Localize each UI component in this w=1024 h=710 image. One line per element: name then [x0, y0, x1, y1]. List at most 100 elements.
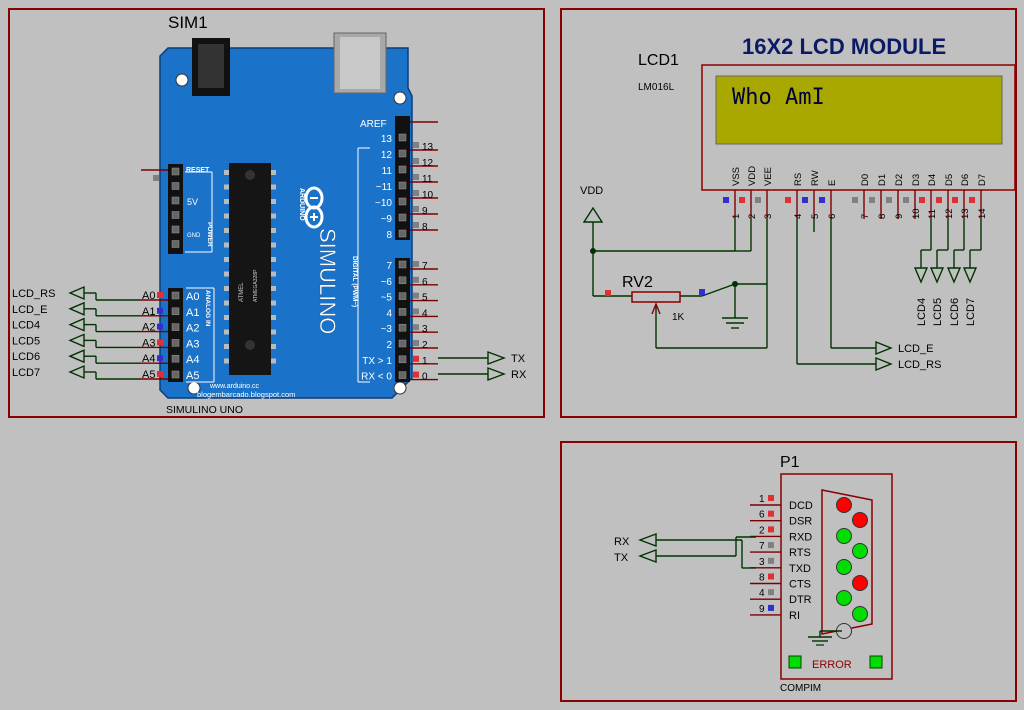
compim-component[interactable] — [780, 473, 893, 680]
lcd-pin-number-4: 4 — [793, 214, 804, 219]
lcd-pin-name-vss: VSS — [731, 167, 742, 186]
net-lcd-rs: LCD_RS — [898, 359, 941, 371]
compim-pin-number-8: 8 — [759, 573, 765, 584]
digital-pin-5: 5 — [422, 293, 428, 304]
digital-bracket — [357, 147, 370, 383]
compim-led-0 — [836, 497, 852, 513]
analog-inner-label-4: A4 — [186, 354, 199, 366]
lcd-pin-name-rw: RW — [810, 170, 821, 186]
digital-pin-4: 4 — [422, 308, 428, 319]
power-5v-label: 5V — [187, 197, 198, 207]
lcd-pin-name-d0: D0 — [860, 174, 871, 186]
net-lcd-rs: LCD_RS — [12, 288, 55, 300]
digital-inner-label-2: 11 — [382, 166, 393, 177]
net-lcd4-lcd: LCD4 — [916, 298, 928, 326]
vdd-label: VDD — [580, 185, 603, 197]
lcd-screen-text: Who AmI — [732, 85, 825, 110]
lcd-pin-number-12: 12 — [944, 208, 955, 219]
digital-pin-11: 11 — [422, 174, 433, 185]
pot-ref: RV2 — [622, 274, 653, 291]
compim-pin-ri: RI — [789, 610, 800, 622]
digital-title: DIGITAL (PWM~) — [351, 256, 358, 307]
lcd-pin-number-2: 2 — [747, 214, 758, 219]
lcd-pin-name-d7: D7 — [977, 174, 988, 186]
power-jack — [192, 38, 230, 96]
net-lcd4: LCD4 — [12, 320, 40, 332]
compim-led-5 — [852, 575, 868, 591]
net-lcd5: LCD5 — [12, 335, 40, 347]
analog-pin-label-5: A5 — [142, 369, 155, 381]
compim-led-7 — [852, 606, 868, 622]
compim-ref: P1 — [780, 454, 800, 471]
lcd-control-wires — [734, 219, 893, 372]
lcd-pin-name-d3: D3 — [911, 174, 922, 186]
potentiometer-rv2[interactable] — [605, 289, 705, 315]
digital-pin-7: 7 — [422, 261, 428, 272]
compim-pin-dtr: DTR — [789, 594, 812, 606]
lcd-screen — [715, 75, 1003, 145]
power-title: POWER — [206, 222, 213, 247]
digital-pin-8: 8 — [422, 222, 428, 233]
lcd-module[interactable] — [701, 64, 1016, 191]
digital-low-inner-label-5: 2 — [386, 340, 392, 351]
analog-pin-label-2: A2 — [142, 322, 155, 334]
arduino-board[interactable] — [159, 47, 413, 399]
lcd-pin-number-9: 9 — [894, 214, 905, 219]
compim-pin-cts: CTS — [789, 579, 811, 591]
usb-connector — [333, 32, 387, 94]
digital-pin-3: 3 — [422, 324, 428, 335]
analog-inner-label-5: A5 — [186, 370, 199, 382]
digital-pin-10: 10 — [422, 190, 434, 201]
lcd-pin-number-1: 1 — [731, 214, 742, 219]
compim-pin-number-7: 7 — [759, 541, 765, 552]
analog-pin-label-4: A4 — [142, 353, 155, 365]
lcd-pin-number-11: 11 — [927, 209, 938, 219]
lcd-pin-number-14: 14 — [977, 208, 988, 219]
lcd-ref: LCD1 — [638, 52, 679, 69]
digital-inner-label-6: 8 — [386, 230, 392, 241]
lcd-pin-name-vdd: VDD — [747, 166, 758, 186]
digital-inner-label-5: ~9 — [381, 214, 393, 225]
digital-inner-label-4: ~10 — [375, 198, 392, 209]
website-2: blogembarcado.blogspot.com — [197, 390, 295, 399]
net-lcd6-lcd: LCD6 — [949, 298, 961, 326]
compim-pin-number-3: 3 — [759, 557, 765, 568]
chip-pins — [224, 170, 276, 364]
lcd-pin-name-d6: D6 — [960, 174, 971, 186]
lcd-pin-name-d1: D1 — [877, 174, 888, 186]
analog-title: ANALOG IN — [204, 290, 211, 327]
lcd-frame — [560, 8, 1017, 418]
lcd-pin-number-10: 10 — [911, 208, 922, 219]
digital-low-inner-label-1: ~6 — [381, 277, 393, 288]
lcd-pin-number-3: 3 — [763, 214, 774, 219]
error-led-left — [788, 655, 802, 669]
reset-pin-marker — [153, 175, 159, 181]
digital-inner-label-1: 12 — [381, 150, 393, 161]
net-lcd7-lcd: LCD7 — [965, 298, 977, 326]
chip-label-2: ATMEGA328P — [253, 269, 259, 302]
analog-pin-label-1: A1 — [142, 306, 155, 318]
net-lcd7: LCD7 — [12, 367, 40, 379]
net-tx-arduino: TX — [511, 353, 526, 365]
lcd-pin-number-8: 8 — [877, 214, 888, 219]
digital-header-low — [395, 258, 410, 382]
lcd-pin-name-d4: D4 — [927, 174, 938, 186]
analog-inner-label-2: A2 — [186, 323, 199, 335]
simulino-brand: SIMULINO — [315, 228, 340, 334]
lcd-pin-number-7: 7 — [860, 214, 871, 219]
compim-pin-dsr: DSR — [789, 516, 812, 528]
compim-error-label: ERROR — [812, 659, 852, 671]
analog-inner-label-1: A1 — [186, 307, 199, 319]
digital-header-high — [395, 116, 410, 240]
compim-leds — [836, 497, 868, 639]
digital-pin-9: 9 — [422, 206, 428, 217]
arduino-ref: SIM1 — [168, 13, 208, 32]
digital-pin-6: 6 — [422, 277, 428, 288]
compim-frame — [560, 441, 1017, 702]
power-header-holes — [171, 167, 180, 248]
lcd-power-wires — [590, 248, 767, 349]
